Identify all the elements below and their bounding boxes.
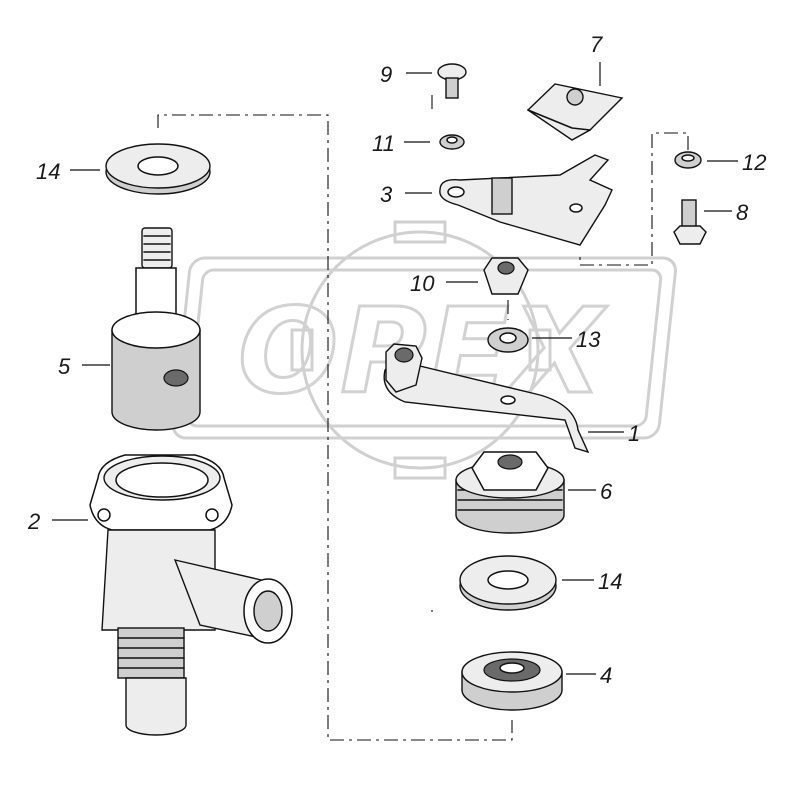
screw-part-9	[437, 63, 467, 99]
leader-lines	[52, 62, 738, 675]
valve-body-part-2	[89, 454, 293, 736]
bracket-part-3	[439, 154, 613, 246]
callout-2: 2	[27, 509, 40, 534]
callout-13: 13	[576, 327, 601, 352]
spring-washer-part-13	[487, 327, 529, 353]
callout-7: 7	[590, 32, 603, 57]
washer-part-14-top	[105, 143, 211, 195]
callout-3: 3	[380, 182, 393, 207]
nut-part-10	[483, 257, 529, 295]
callout-14-top: 14	[36, 159, 60, 184]
callout-5: 5	[58, 354, 71, 379]
callouts: 14 5 2 9 11 3 7 12 8 10 13 1 6 14 4	[27, 32, 766, 688]
watermark-logo: OPEX	[171, 220, 677, 480]
plug-part-6	[455, 451, 565, 534]
callout-1: 1	[628, 421, 640, 446]
callout-10: 10	[410, 271, 435, 296]
callout-4: 4	[600, 663, 612, 688]
washer-part-11	[439, 134, 465, 150]
spindle-part-5	[111, 227, 201, 431]
callout-9: 9	[380, 62, 392, 87]
assembly-lines	[157, 95, 689, 741]
washer-part-14-bottom	[459, 555, 557, 611]
callout-12: 12	[742, 150, 766, 175]
lever-part-1	[383, 343, 590, 454]
callout-8: 8	[736, 200, 749, 225]
seal-part-4	[461, 651, 563, 711]
callout-6: 6	[600, 479, 613, 504]
bolt-part-8	[673, 199, 707, 245]
clip-part-7	[526, 83, 624, 141]
callout-11: 11	[372, 131, 395, 156]
callout-14-bottom: 14	[598, 569, 622, 594]
washer-part-12	[674, 151, 702, 169]
